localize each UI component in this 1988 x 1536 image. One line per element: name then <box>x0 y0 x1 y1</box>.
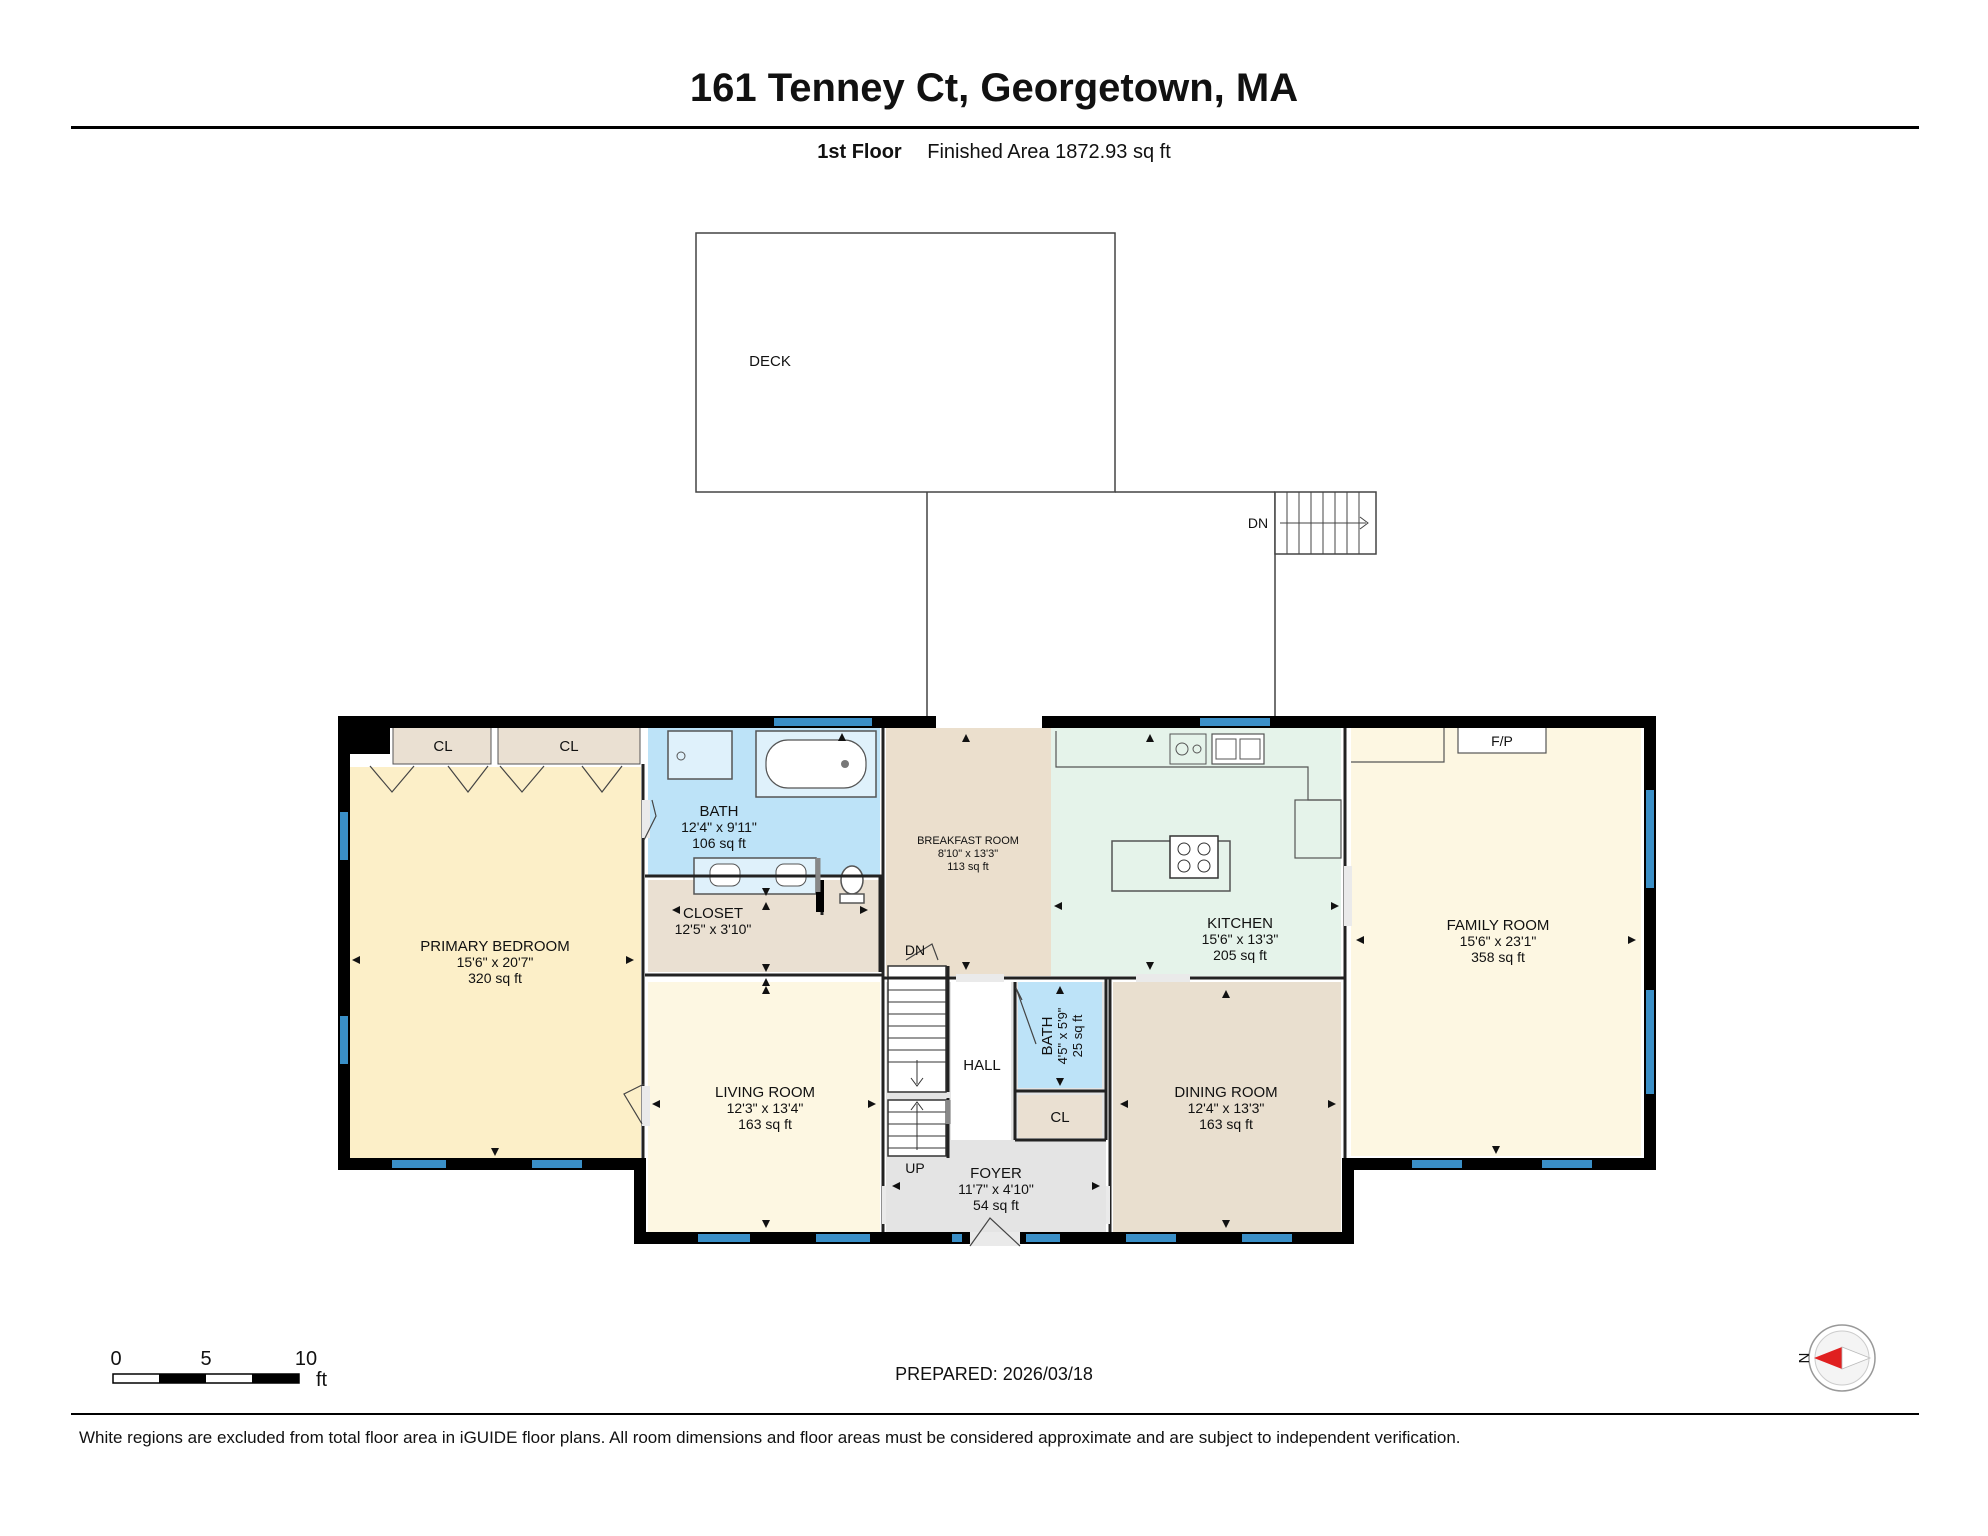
scale-tick-10: 10 <box>295 1348 317 1370</box>
kitchen-counter <box>1055 731 1342 859</box>
floor-label: 1st Floor <box>817 141 902 163</box>
living-room-name: LIVING ROOM <box>715 1084 815 1101</box>
closet-3 <box>1018 1095 1102 1138</box>
foyer-dims: 11'7" x 4'10" <box>958 1181 1034 1197</box>
deck-label: DECK <box>749 353 791 370</box>
stairs-down-label: DN <box>905 942 925 958</box>
page-title: 161 Tenney Ct, Georgetown, MA <box>689 66 1299 110</box>
breakfast-room-area: 113 sq ft <box>947 861 988 873</box>
footer-rule <box>71 1413 1919 1415</box>
family-room-dims: 15'6" x 23'1" <box>1460 933 1537 949</box>
closet-1-label: CL <box>433 738 452 755</box>
deck <box>695 232 1276 718</box>
hall <box>951 982 1011 1140</box>
door-leaves <box>815 858 951 1124</box>
bath-half <box>1018 982 1102 1088</box>
windows <box>340 718 1654 1242</box>
header-rule <box>71 126 1919 129</box>
primary-bedroom-name: PRIMARY BEDROOM <box>420 938 569 955</box>
kitchen-area: 205 sq ft <box>1213 947 1267 963</box>
fireplace-label: F/P <box>1491 733 1513 749</box>
breakfast-room-name: BREAKFAST ROOM <box>917 835 1019 847</box>
bath-half-name: BATH <box>1039 1017 1056 1056</box>
stairs-up <box>887 1099 947 1157</box>
closet-2-label: CL <box>559 738 578 755</box>
dimension-arrows <box>352 733 1636 1228</box>
bath-half-area: 25 sq ft <box>1070 1014 1085 1057</box>
prepared-date: PREPARED: 2026/03/18 <box>895 1364 1093 1384</box>
family-counter <box>1351 726 1445 763</box>
bathtub-fixture <box>755 730 877 798</box>
breakfast-room <box>886 726 1051 976</box>
closet-hall-name: CLOSET <box>683 905 743 922</box>
dining-room-area: 163 sq ft <box>1199 1116 1253 1132</box>
primary-bedroom-area: 320 sq ft <box>468 970 522 986</box>
family-room-area: 358 sq ft <box>1471 949 1525 965</box>
living-room-dims: 12'3" x 13'4" <box>727 1100 804 1116</box>
breakfast-room-dims: 8'10" x 13'3" <box>938 848 998 860</box>
bath-half-label-group: BATH 4'5" x 5'9" 25 sq ft <box>1039 1007 1085 1064</box>
dining-room <box>1113 982 1341 1232</box>
kitchen-sink <box>1211 733 1265 765</box>
living-room <box>648 982 880 1232</box>
bath-half-dims: 4'5" x 5'9" <box>1055 1007 1070 1064</box>
deck-stairs-label: DN <box>1248 515 1268 531</box>
foyer-area: 54 sq ft <box>973 1197 1019 1213</box>
scale-bar: 0 5 10 ft <box>110 1348 327 1391</box>
scale-unit: ft <box>316 1369 328 1391</box>
dining-room-dims: 12'4" x 13'3" <box>1188 1100 1265 1116</box>
finished-area: Finished Area 1872.93 sq ft <box>927 141 1171 163</box>
family-room-name: FAMILY ROOM <box>1447 917 1550 934</box>
stairs-down <box>887 965 947 1093</box>
dishwasher-fixture <box>1169 733 1207 765</box>
stairs-up-label: UP <box>905 1160 924 1176</box>
bath-main-area: 106 sq ft <box>692 835 746 851</box>
kitchen-dims: 15'6" x 13'3" <box>1202 931 1279 947</box>
bath-main-dims: 12'4" x 9'11" <box>681 819 757 835</box>
compass-icon: N <box>1795 1324 1876 1392</box>
family-room <box>1351 726 1641 1156</box>
cooktop <box>1169 835 1219 879</box>
deck-stairs <box>1274 491 1377 555</box>
closet-1 <box>392 725 492 765</box>
bath-main-name: BATH <box>700 803 739 820</box>
dining-room-name: DINING ROOM <box>1174 1084 1277 1101</box>
closet-hall-dims: 12'5" x 3'10" <box>675 921 752 937</box>
scale-tick-5: 5 <box>200 1348 211 1370</box>
toilet-fixture <box>839 865 865 904</box>
wall-chase <box>344 722 390 754</box>
hall-label: HALL <box>963 1057 1001 1074</box>
kitchen-name: KITCHEN <box>1207 915 1273 932</box>
closet-2 <box>497 725 641 765</box>
door-openings <box>642 714 1352 1246</box>
closet-3-label: CL <box>1050 1109 1069 1126</box>
primary-bedroom-dims: 15'6" x 20'7" <box>457 954 534 970</box>
primary-bedroom <box>345 767 641 1159</box>
scale-tick-0: 0 <box>110 1348 121 1370</box>
living-room-area: 163 sq ft <box>738 1116 792 1132</box>
shower-fixture <box>667 730 733 780</box>
disclaimer: White regions are excluded from total fl… <box>79 1428 1461 1447</box>
subtitle: 1st Floor Finished Area 1872.93 sq ft <box>0 141 1988 164</box>
foyer-name: FOYER <box>970 1165 1022 1182</box>
door-swings <box>369 765 1037 1247</box>
compass-north-label: N <box>1795 1353 1812 1364</box>
